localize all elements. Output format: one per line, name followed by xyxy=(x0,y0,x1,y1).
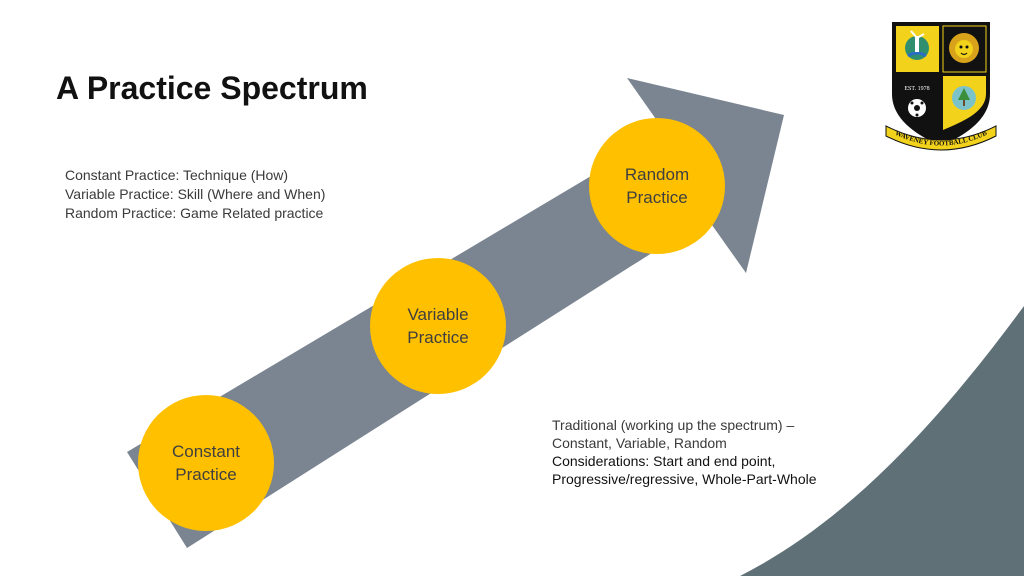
stage-random-circle: Random Practice xyxy=(589,118,725,254)
note-line: Constant, Variable, Random xyxy=(552,435,727,451)
stage-label: Constant xyxy=(171,442,241,461)
football-icon xyxy=(908,99,926,117)
definition-line: Random Practice: Game Related practice xyxy=(65,205,324,221)
windmill-icon xyxy=(905,30,929,60)
club-crest-logo: EST. 1978 WAVENEY FOOTBALL CLUB xyxy=(885,22,997,151)
stage-label: Practice xyxy=(175,465,237,484)
lion-head-icon xyxy=(949,33,979,63)
stage-label: Practice xyxy=(407,328,469,347)
note-line: Progressive/regressive, Whole-Part-Whole xyxy=(552,471,817,487)
established-text: EST. 1978 xyxy=(904,86,929,92)
definition-line: Constant Practice: Technique (How) xyxy=(65,167,289,183)
corner-shape xyxy=(740,306,1024,576)
spectrum-notes: Traditional (working up the spectrum) – … xyxy=(552,416,817,488)
stage-label: Practice xyxy=(626,188,688,207)
definition-line: Variable Practice: Skill (Where and When… xyxy=(65,186,326,202)
stage-label: Random xyxy=(624,165,690,184)
note-line: Considerations: Start and end point, xyxy=(552,453,776,469)
tree-icon xyxy=(952,86,976,110)
stage-variable-circle: Variable Practice xyxy=(370,258,506,394)
stage-constant-circle: Constant Practice xyxy=(138,395,274,531)
practice-definitions: Constant Practice: Technique (How) Varia… xyxy=(65,166,325,223)
page-title: A Practice Spectrum xyxy=(56,70,368,106)
note-line: Traditional (working up the spectrum) – xyxy=(552,417,795,433)
stage-label: Variable xyxy=(407,305,469,324)
